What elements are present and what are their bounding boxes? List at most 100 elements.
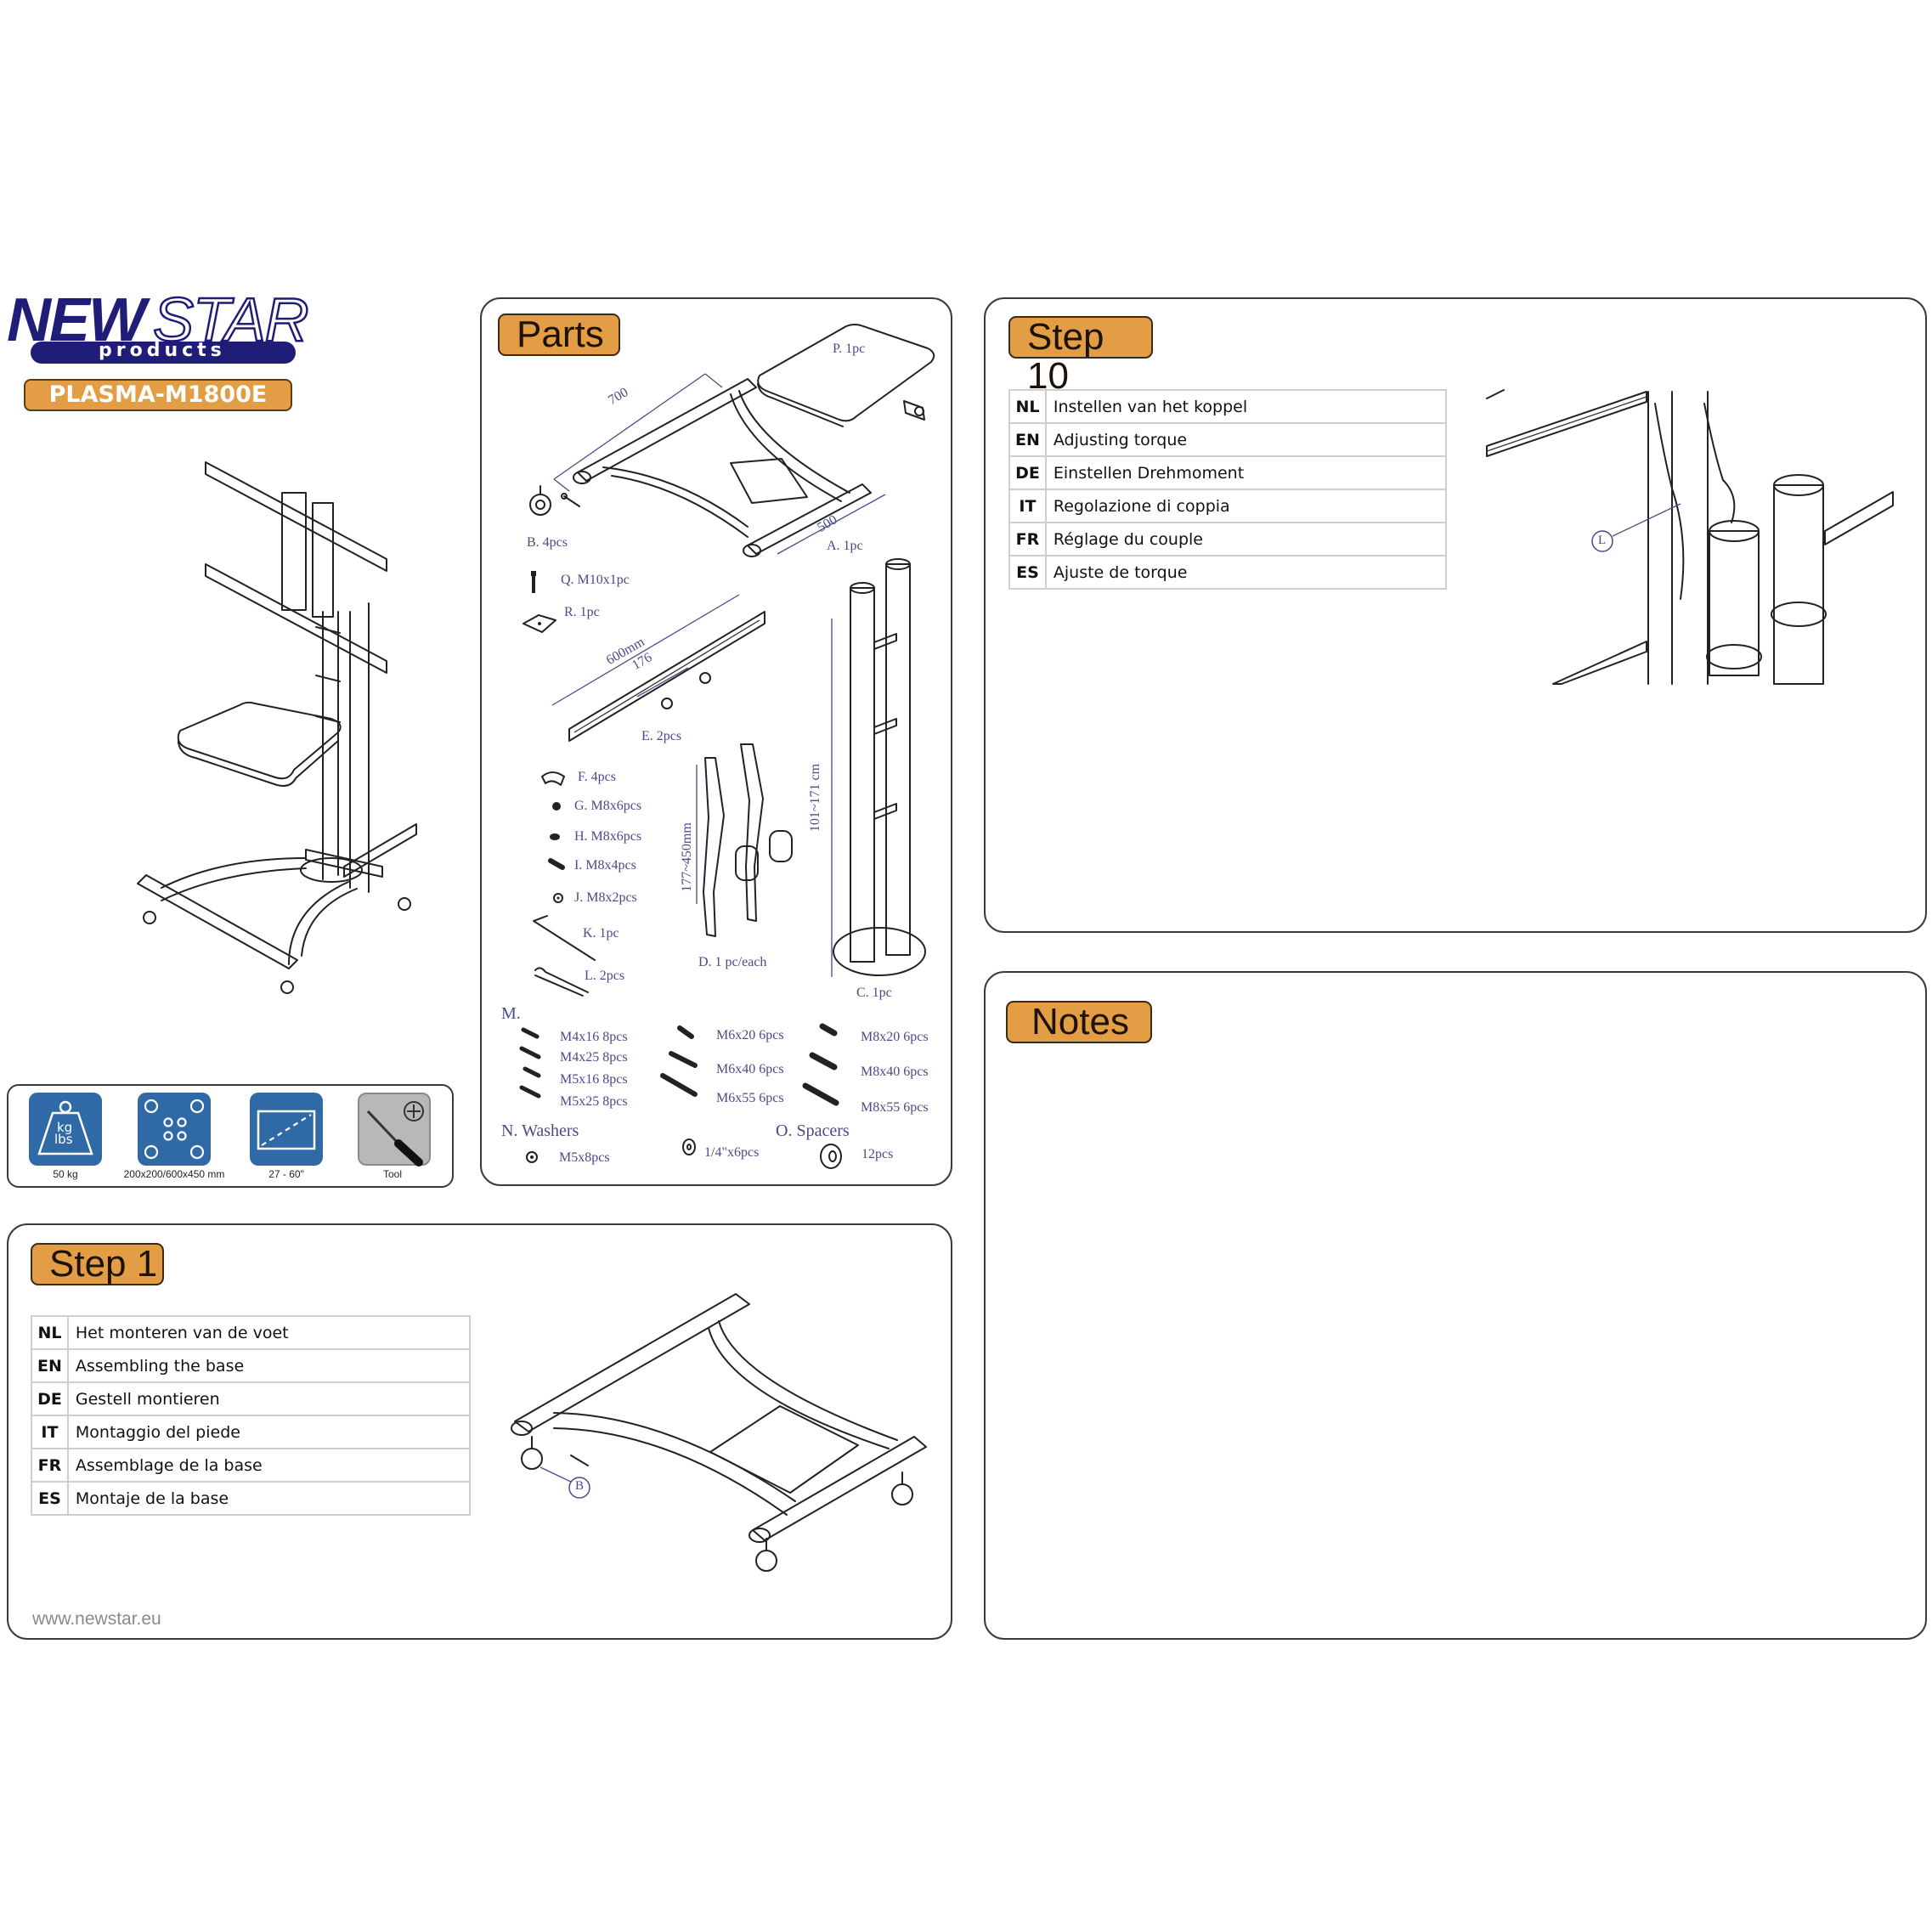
parts-title: Parts xyxy=(498,314,620,356)
dim-column-range: 101~171 cm xyxy=(808,763,823,833)
part-c-column-drawing xyxy=(831,558,926,977)
weight-unit-kg: kg xyxy=(57,1120,73,1135)
part-d-label: D. 1 pc/each xyxy=(698,955,767,969)
screws-group-3-icons xyxy=(802,1023,839,1106)
screw-spec: M4x25 8pcs xyxy=(560,1050,628,1065)
part-f-clip-icon xyxy=(541,771,565,786)
part-r-plate-icon xyxy=(523,614,556,633)
spacer-icon xyxy=(820,1144,842,1169)
screw-spec: M8x40 6pcs xyxy=(861,1065,929,1079)
screws-group-2-icons xyxy=(660,1025,698,1097)
part-h-nut-icon xyxy=(550,833,560,840)
part-j-label: J. M8x2pcs xyxy=(574,890,637,905)
tool-tile xyxy=(358,1093,431,1167)
part-i-label: I. M8x4pcs xyxy=(574,858,636,873)
part-k-hex-key-icon xyxy=(533,915,596,961)
part-g-label: G. M8x6pcs xyxy=(574,799,642,813)
dim-bracket-range: 177~450mm xyxy=(679,822,694,892)
part-e-rail-drawing xyxy=(551,594,765,742)
weight-unit-lbs: lbs xyxy=(54,1132,73,1147)
part-k-label: K. 1pc xyxy=(583,926,619,941)
washer-quarter-inch-label: 1/4"x6pcs xyxy=(704,1145,760,1160)
step1-title: Step 1 xyxy=(31,1243,164,1285)
washer-m5-label: M5x8pcs xyxy=(559,1150,610,1165)
part-i-bolt-icon xyxy=(548,858,565,870)
model-badge: PLASMA-M1800E xyxy=(24,379,292,411)
tool-caption: Tool xyxy=(382,1168,402,1180)
screen-size-icon xyxy=(257,1110,316,1150)
vesa-caption: 200x200/600x450 mm xyxy=(123,1168,225,1180)
screwdriver-tool-icon xyxy=(366,1101,424,1167)
step10-torque-drawing xyxy=(1486,389,1894,685)
part-a-label: A. 1pc xyxy=(827,539,863,553)
screw-spec: M6x40 6pcs xyxy=(716,1062,784,1076)
notes-panel xyxy=(984,971,1927,1640)
model-name: PLASMA-M1800E xyxy=(48,381,268,408)
part-r-label: R. 1pc xyxy=(564,605,600,619)
part-b-caster-drawing xyxy=(529,485,580,516)
assembled-stand-drawing xyxy=(137,461,417,994)
screw-spec: M6x20 6pcs xyxy=(716,1028,784,1042)
screw-spec: M6x55 6pcs xyxy=(716,1091,784,1105)
screw-spec: M5x25 8pcs xyxy=(560,1094,628,1109)
spacers-qty: 12pcs xyxy=(861,1147,894,1161)
part-g-screw-icon xyxy=(552,802,561,811)
washer-quarter-inch-icon xyxy=(682,1138,696,1155)
step10-callout-l: L xyxy=(1598,534,1607,547)
part-f-label: F. 4pcs xyxy=(578,770,616,784)
spacers-title: O. Spacers xyxy=(776,1121,850,1140)
part-l-wrench-icon xyxy=(534,967,589,997)
part-e-label: E. 2pcs xyxy=(641,729,682,743)
logo-star: STAR xyxy=(152,285,310,356)
screw-spec: M8x20 6pcs xyxy=(861,1030,929,1044)
logo-new: NEW xyxy=(7,286,146,354)
vesa-pattern-tile xyxy=(138,1093,211,1166)
washer-m5-icon xyxy=(526,1151,538,1163)
brand-logo: NEW STAR products xyxy=(7,285,313,367)
newstar-logo-icon xyxy=(31,342,296,364)
screws-group-1-icons xyxy=(519,1027,541,1099)
screw-spec: M8x55 6pcs xyxy=(861,1100,929,1115)
vesa-pattern-icon xyxy=(144,1099,205,1160)
part-p-shelf-drawing xyxy=(757,324,935,427)
part-a-base-drawing xyxy=(553,373,886,557)
part-b-label: B. 4pcs xyxy=(527,535,568,550)
weight-capacity-tile: kg lbs xyxy=(29,1093,102,1166)
screen-size-caption: 27 - 60" xyxy=(268,1168,304,1180)
screws-title: M. xyxy=(501,1004,521,1023)
part-l-label: L. 2pcs xyxy=(585,969,625,983)
weight-icon xyxy=(37,1100,93,1155)
screw-spec: M5x16 8pcs xyxy=(560,1072,628,1087)
weight-caption: 50 kg xyxy=(53,1168,78,1180)
washers-title: N. Washers xyxy=(501,1121,579,1140)
part-p-label: P. 1pc xyxy=(833,342,866,356)
screw-spec: M4x16 8pcs xyxy=(560,1030,628,1044)
step1-callout-b: B xyxy=(575,1479,585,1493)
part-q-label: Q. M10x1pc xyxy=(561,573,630,587)
logo-products: products xyxy=(99,340,226,361)
part-d-bracket-drawing xyxy=(696,743,793,937)
part-c-label: C. 1pc xyxy=(856,986,892,1000)
footer-website[interactable]: www.newstar.eu xyxy=(32,1609,161,1629)
part-h-label: H. M8x6pcs xyxy=(574,829,642,844)
screen-size-tile xyxy=(250,1093,323,1166)
part-j-washer-icon xyxy=(553,893,563,903)
notes-title: Notes xyxy=(1006,1001,1152,1043)
step1-base-assembly-drawing xyxy=(511,1293,927,1572)
step10-title: Step 10 xyxy=(1008,316,1153,396)
part-q-bolt-icon xyxy=(531,571,536,593)
